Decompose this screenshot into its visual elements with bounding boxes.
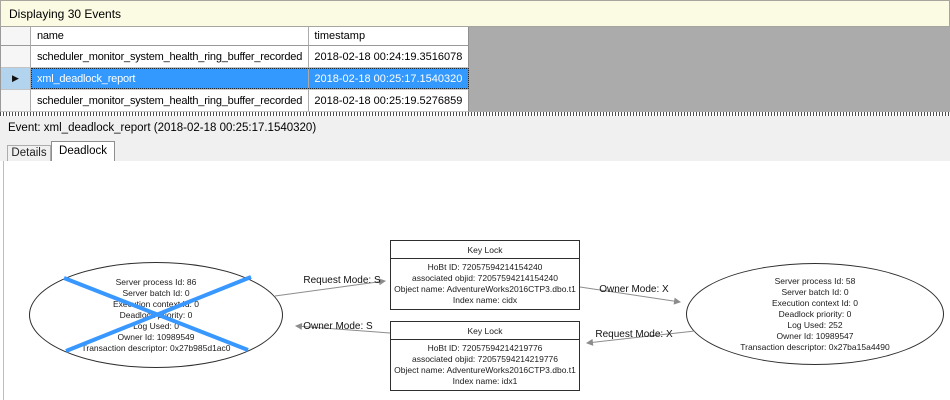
grid-header-row: name timestamp <box>1 27 469 46</box>
events-grid: name timestamp scheduler_monitor_system_… <box>0 27 469 112</box>
grid-dead-space <box>469 27 950 112</box>
lock-line: HoBt ID: 72057594214219776 <box>427 343 543 353</box>
column-header-timestamp[interactable]: timestamp <box>309 27 469 46</box>
process-line: Execution context Id: 0 <box>113 298 199 309</box>
process-line: Deadlock priority: 0 <box>119 309 193 320</box>
edge-label-owner-s: Owner Mode: S <box>303 321 373 332</box>
process-line: Server process Id: 86 <box>115 276 197 287</box>
event-detail-strip: Event: xml_deadlock_report (2018-02-18 0… <box>0 116 950 161</box>
event-name-cell: scheduler_monitor_system_health_ring_buf… <box>30 90 310 112</box>
tab-details[interactable]: Details <box>7 145 51 161</box>
process-line: Owner Id: 10989549 <box>117 331 195 342</box>
process-line: Server process Id: 58 <box>774 275 856 286</box>
process-line: Server batch Id: 0 <box>781 286 849 297</box>
process-line: Log Used: 252 <box>787 319 843 330</box>
row-selector-gutter: ▶ <box>1 68 31 90</box>
process-line: Execution context Id: 0 <box>772 297 858 308</box>
event-name-cell: xml_deadlock_report <box>30 68 310 90</box>
table-row[interactable]: scheduler_monitor_system_health_ring_buf… <box>1 46 469 68</box>
lock-line: Object name: AdventureWorks2016CTP3.dbo.… <box>394 365 576 375</box>
event-summary-label: Event: xml_deadlock_report (2018-02-18 0… <box>8 122 317 134</box>
table-row[interactable]: scheduler_monitor_system_health_ring_buf… <box>1 90 469 112</box>
lock-line: associated objid: 72057594214219776 <box>411 354 559 364</box>
events-count-label: Displaying 30 Events <box>9 6 122 21</box>
events-count-bar: Displaying 30 Events <box>0 0 950 27</box>
event-timestamp-cell: 2018-02-18 00:25:19.5276859 <box>309 90 469 112</box>
process-line: Log Used: 0 <box>133 320 179 331</box>
tab-deadlock[interactable]: Deadlock <box>51 141 115 161</box>
row-selector-gutter <box>1 46 31 68</box>
row-selector-header <box>1 27 31 46</box>
process-node-owner: Server process Id: 58 Server batch Id: 0… <box>686 263 944 365</box>
process-line: Server batch Id: 0 <box>122 287 190 298</box>
process-line: Owner Id: 10989547 <box>776 330 854 341</box>
lock-node-top: Key Lock HoBt ID: 72057594214154240 asso… <box>390 240 580 310</box>
table-row-selected[interactable]: ▶ xml_deadlock_report 2018-02-18 00:25:1… <box>1 68 469 90</box>
process-node-victim: Server process Id: 86 Server batch Id: 0… <box>29 262 283 368</box>
lock-line: Object name: AdventureWorks2016CTP3.dbo.… <box>394 284 576 294</box>
edge-label-owner-x: Owner Mode: X <box>599 284 669 295</box>
lock-line: Index name: cidx <box>452 295 518 305</box>
lock-node-bottom: Key Lock HoBt ID: 72057594214219776 asso… <box>390 321 580 391</box>
lock-line: HoBt ID: 72057594214154240 <box>427 262 543 272</box>
process-line: Transaction descriptor: 0x27b985d1ac0 <box>81 342 231 353</box>
event-timestamp-cell: 2018-02-18 00:24:19.3516078 <box>309 46 469 68</box>
splitter-handle[interactable] <box>0 112 950 116</box>
event-name-cell: scheduler_monitor_system_health_ring_buf… <box>30 46 310 68</box>
lock-title: Key Lock <box>391 322 579 340</box>
edge-label-request-x: Request Mode: X <box>595 329 673 340</box>
row-selector-gutter <box>1 90 31 112</box>
column-header-name[interactable]: name <box>30 27 310 46</box>
lock-line: associated objid: 72057594214154240 <box>411 273 559 283</box>
lock-line: Index name: idx1 <box>452 376 518 386</box>
row-selector-arrow-icon: ▶ <box>12 73 19 83</box>
lock-title: Key Lock <box>391 241 579 259</box>
process-line: Deadlock priority: 0 <box>778 308 852 319</box>
deadlock-graph-panel: Server process Id: 86 Server batch Id: 0… <box>3 161 950 400</box>
edge-label-request-s: Request Mode: S <box>303 275 381 286</box>
event-timestamp-cell: 2018-02-18 00:25:17.1540320 <box>309 68 469 90</box>
process-line: Transaction descriptor: 0x27ba15a4490 <box>740 341 890 352</box>
